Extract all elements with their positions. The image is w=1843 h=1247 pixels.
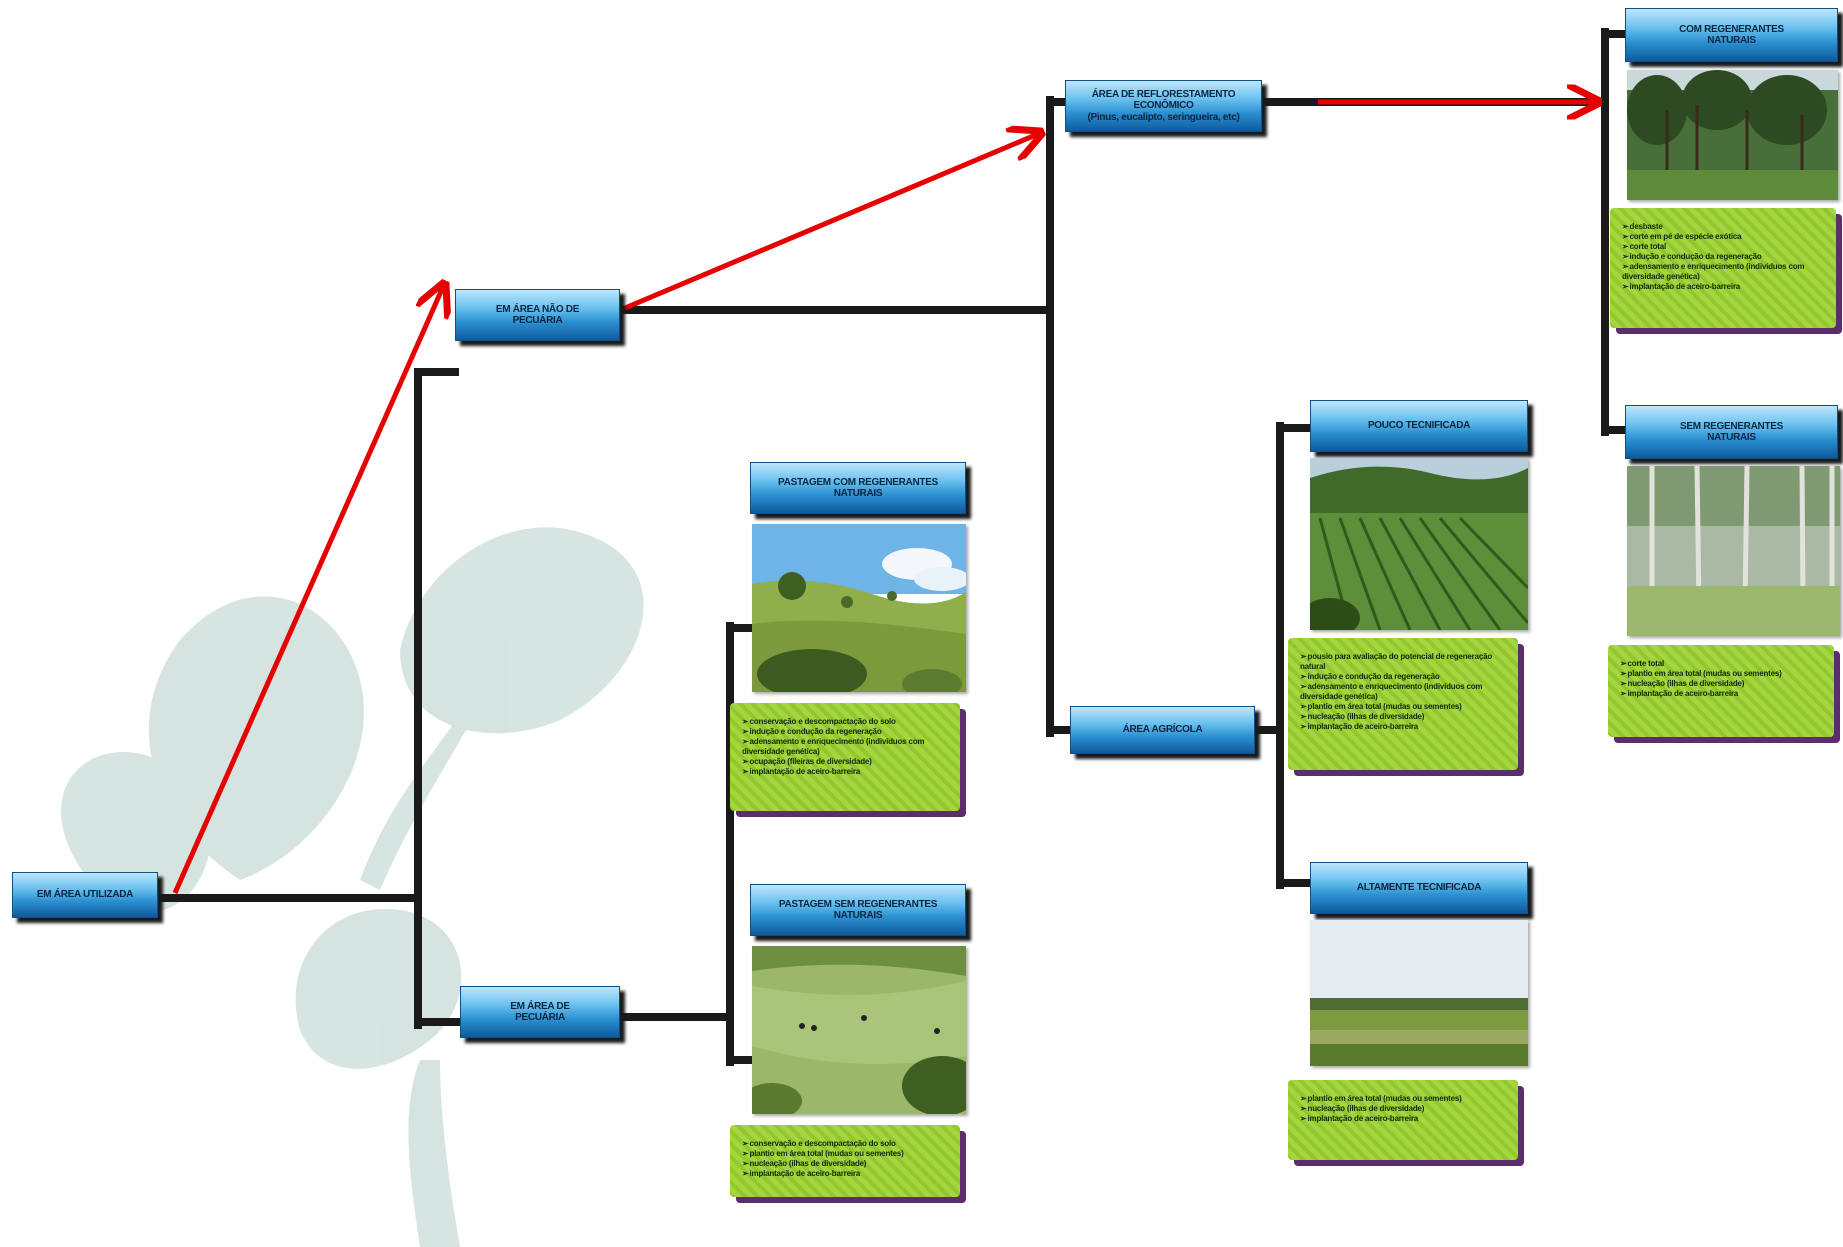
action-item: plantio em área total (mudas ou sementes… [1300,702,1512,712]
action-item: implantação de aceiro-barreira [742,767,954,777]
action-item: plantio em área total (mudas ou sementes… [742,1149,954,1159]
action-item: corte total [1622,242,1830,252]
node-pouco-tecnificada: POUCO TECNIFICADA [1310,400,1528,452]
action-item: indução e condução da regeneração [1622,252,1830,262]
action-item: implantação de aceiro-barreira [1622,282,1830,292]
action-item: plantio em área total (mudas ou sementes… [1620,669,1828,679]
action-list-header [1622,212,1830,222]
open-pasture-image [752,946,966,1114]
action-item: adensamento e enriquecimento (indivíduos… [742,737,954,757]
action-list-header [1620,649,1828,659]
action-item: conservação e descompactação do solo [742,1139,954,1149]
pasture-with-trees-image [752,524,966,692]
action-list: corte total plantio em área total (mudas… [1620,659,1828,699]
red-arrow [172,287,443,895]
node-area-agricola: ÁREA AGRÍCOLA [1070,706,1255,754]
action-list: conservação e descompactação do solo pla… [742,1139,954,1179]
action-item: adensamento e enriquecimento (indivíduos… [1622,262,1830,282]
action-list-altamente-tecnificada: plantio em área total (mudas ou sementes… [1288,1080,1518,1160]
action-item: conservação e descompactação do solo [742,717,954,727]
action-list-pouco-tecnificada: pousio para avaliação do potencial de re… [1288,638,1518,770]
action-list-header [1300,642,1512,652]
action-list: conservação e descompactação do solo ind… [742,717,954,777]
action-list-header [1300,1084,1512,1094]
action-item: implantação de aceiro-barreira [1620,689,1828,699]
node-em-area-de-pecuaria: EM ÁREA DE PECUÁRIA [460,986,620,1038]
photo-sem-regenerantes-naturais [1627,466,1840,636]
node-pastagem-sem-regenerantes: PASTAGEM SEM REGENERANTES NATURAIS [750,884,966,936]
crop-field-image [1310,458,1528,630]
photo-pastagem-sem-regenerantes [752,946,966,1114]
node-sem-regenerantes-naturais: SEM REGENERANTES NATURAIS [1625,405,1838,459]
action-list-sem-regenerantes: corte total plantio em área total (mudas… [1608,645,1834,737]
action-item: nucleação (ilhas de diversidade) [742,1159,954,1169]
action-item: adensamento e enriquecimento (indivíduos… [1300,682,1512,702]
action-list-pastagem-sem: conservação e descompactação do solo pla… [730,1125,960,1197]
action-list-header [742,1129,954,1139]
action-list-com-regenerantes: desbaste corte em pé de espécie exótica … [1610,208,1836,328]
action-item: nucleação (ilhas de diversidade) [1620,679,1828,689]
photo-altamente-tecnificada [1310,920,1528,1066]
action-list: pousio para avaliação do potencial de re… [1300,652,1512,732]
node-em-area-nao-de-pecuaria: EM ÁREA NÃO DE PECUÁRIA [455,289,620,341]
action-item: ocupação (fileiras de diversidade) [742,757,954,767]
pine-forest-image [1627,70,1838,200]
photo-pouco-tecnificada [1310,458,1528,630]
action-item: nucleação (ilhas de diversidade) [1300,712,1512,722]
action-item: pousio para avaliação do potencial de re… [1300,652,1512,672]
action-item: implantação de aceiro-barreira [1300,1114,1512,1124]
action-item: corte em pé de espécie exótica [1622,232,1830,242]
action-item: plantio em área total (mudas ou sementes… [1300,1094,1512,1104]
node-altamente-tecnificada: ALTAMENTE TECNIFICADA [1310,862,1528,914]
photo-com-regenerantes-naturais [1627,70,1838,200]
action-item: indução e condução da regeneração [742,727,954,737]
action-item: implantação de aceiro-barreira [742,1169,954,1179]
action-item: implantação de aceiro-barreira [1300,722,1512,732]
photo-pastagem-com-regenerantes [752,524,966,692]
action-item: desbaste [1622,222,1830,232]
node-area-reflorestamento: ÁREA DE REFLORESTAMENTO ECONÔMICO (Pinus… [1065,80,1262,132]
red-arrow [624,134,1038,311]
mechanized-field-image [1310,920,1528,1066]
action-item: nucleação (ilhas de diversidade) [1300,1104,1512,1114]
node-pastagem-com-regenerantes: PASTAGEM COM REGENERANTES NATURAIS [750,462,966,514]
action-list-pastagem-com: conservação e descompactação do solo ind… [730,703,960,811]
action-list-header [742,707,954,717]
action-list: desbaste corte em pé de espécie exótica … [1622,222,1830,292]
action-item: corte total [1620,659,1828,669]
node-em-area-utilizada: EM ÁREA UTILIZADA [12,872,158,918]
node-com-regenerantes-naturais: COM REGENERANTES NATURAIS [1625,8,1838,62]
action-item: indução e condução da regeneração [1300,672,1512,682]
eucalyptus-forest-image [1627,466,1840,636]
action-list: plantio em área total (mudas ou sementes… [1300,1094,1512,1124]
